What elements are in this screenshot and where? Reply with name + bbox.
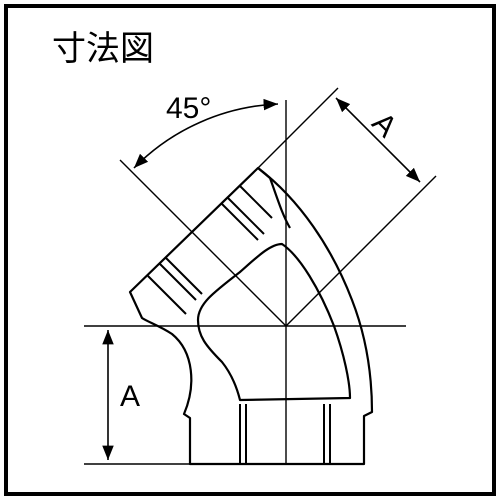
dim-label-left: A — [120, 380, 140, 413]
outer-border — [4, 4, 496, 496]
angled-thread-lines — [147, 185, 273, 315]
elbow-body — [128, 166, 374, 466]
vertical-thread-lines — [239, 404, 331, 464]
angle-arc — [133, 98, 279, 169]
dim-arrow-top — [335, 97, 421, 183]
dim-label-top: A — [365, 106, 402, 143]
diagram-title: 寸法図 — [52, 30, 154, 68]
angle-label: 45° — [166, 92, 211, 125]
